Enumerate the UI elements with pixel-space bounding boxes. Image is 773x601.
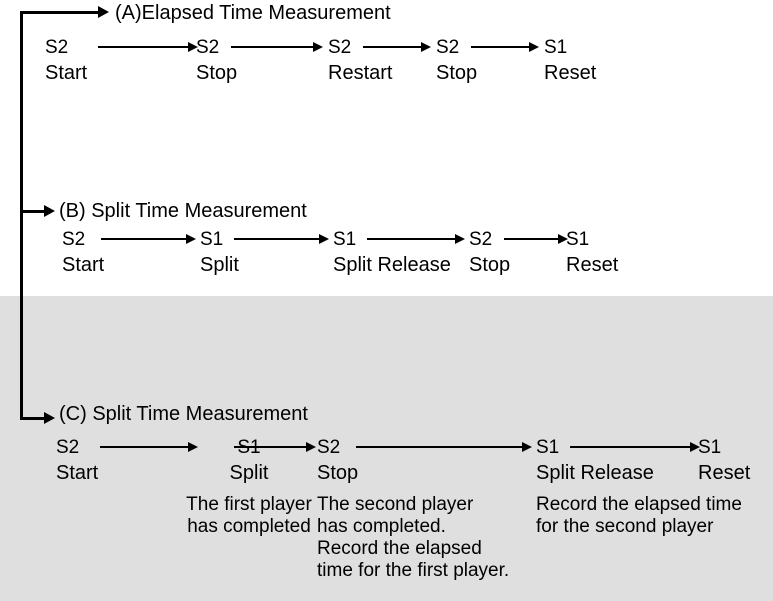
node-b-1: S2 Start xyxy=(62,230,104,277)
section-title-a: (A)Elapsed Time Measurement xyxy=(115,2,391,24)
connector-b-4 xyxy=(504,238,558,240)
node-b-5: S1 Reset xyxy=(566,230,618,277)
node-c-3: S2 Stop The second player has completed.… xyxy=(317,438,509,582)
connector-b-3 xyxy=(367,238,455,240)
node-c-3-label: Stop xyxy=(317,462,359,484)
connector-a-2 xyxy=(231,46,313,48)
node-c-4-note: Record the elapsed time for the second p… xyxy=(536,493,742,537)
node-c-1-state: S2 xyxy=(56,437,80,458)
node-c-2-label: Split xyxy=(229,462,269,484)
connector-a-4-arrow-icon xyxy=(529,42,539,52)
branch-arrow-b-icon xyxy=(44,205,55,217)
node-c-1-label: Start xyxy=(56,462,99,484)
node-c-1: S2 Start xyxy=(56,438,98,485)
node-b-2: S1 Split xyxy=(200,230,239,277)
node-a-1-state: S2 xyxy=(45,37,69,58)
connector-a-3 xyxy=(363,46,421,48)
node-c-3-state: S2 xyxy=(317,437,341,458)
node-b-4: S2 Stop xyxy=(469,230,510,277)
node-a-2-label: Stop xyxy=(196,62,238,84)
connector-c-3 xyxy=(356,446,522,448)
section-title-c: (C) Split Time Measurement xyxy=(59,403,308,425)
connector-b-2-arrow-icon xyxy=(319,234,329,244)
connector-c-1-arrow-icon xyxy=(188,442,198,452)
node-b-5-state: S1 xyxy=(566,229,590,250)
connector-a-2-arrow-icon xyxy=(313,42,323,52)
node-c-5-label: Reset xyxy=(698,462,751,484)
node-a-3-label: Restart xyxy=(328,62,393,84)
node-a-3-state: S2 xyxy=(328,37,352,58)
root-trunk-line xyxy=(20,11,23,420)
node-a-2: S2 Stop xyxy=(196,38,237,85)
node-b-4-label: Stop xyxy=(469,254,511,276)
branch-stub-b xyxy=(21,210,47,213)
connector-c-2-arrow-icon xyxy=(306,442,316,452)
connector-c-4 xyxy=(570,446,690,448)
connector-b-1-arrow-icon xyxy=(186,234,196,244)
node-a-4-state: S2 xyxy=(436,37,460,58)
node-c-4: S1 Split Release Record the elapsed time… xyxy=(536,438,742,538)
connector-b-1 xyxy=(101,238,186,240)
branch-arrow-a-icon xyxy=(98,6,109,18)
node-a-2-state: S2 xyxy=(196,37,220,58)
branch-stub-c xyxy=(21,417,47,420)
node-b-4-state: S2 xyxy=(469,229,493,250)
shaded-band xyxy=(0,296,773,601)
node-a-1-label: Start xyxy=(45,62,88,84)
node-a-3: S2 Restart xyxy=(328,38,392,85)
node-b-1-state: S2 xyxy=(62,229,86,250)
node-b-2-state: S1 xyxy=(200,229,224,250)
node-a-4-label: Stop xyxy=(436,62,478,84)
node-a-1: S2 Start xyxy=(45,38,87,85)
connector-b-3-arrow-icon xyxy=(455,234,465,244)
node-b-3-label: Split Release xyxy=(333,254,451,276)
connector-a-1-arrow-icon xyxy=(188,42,198,52)
node-c-5-state: S1 xyxy=(698,437,722,458)
connector-c-4-arrow-icon xyxy=(690,442,700,452)
node-a-5: S1 Reset xyxy=(544,38,596,85)
node-b-2-label: Split xyxy=(200,254,239,276)
node-a-5-label: Reset xyxy=(544,62,597,84)
node-b-1-label: Start xyxy=(62,254,105,276)
connector-a-1 xyxy=(98,46,188,48)
connector-c-3-arrow-icon xyxy=(522,442,532,452)
node-b-5-label: Reset xyxy=(566,254,619,276)
branch-arrow-c-icon xyxy=(44,412,55,424)
node-c-2-note: The first player has completed xyxy=(186,493,312,537)
connector-c-1 xyxy=(100,446,188,448)
branch-stub-a xyxy=(21,11,101,14)
connector-b-2 xyxy=(234,238,319,240)
node-c-2: S1 Split The first player has completed xyxy=(186,438,312,538)
connector-c-2 xyxy=(234,446,306,448)
node-b-3: S1 Split Release xyxy=(333,230,451,277)
node-c-3-note: The second player has completed. Record … xyxy=(317,493,510,582)
node-c-4-state: S1 xyxy=(536,437,560,458)
node-a-5-state: S1 xyxy=(544,37,568,58)
connector-a-3-arrow-icon xyxy=(421,42,431,52)
node-c-4-label: Split Release xyxy=(536,462,654,484)
node-a-4: S2 Stop xyxy=(436,38,477,85)
node-b-3-state: S1 xyxy=(333,229,357,250)
section-title-b: (B) Split Time Measurement xyxy=(59,200,307,222)
connector-a-4 xyxy=(471,46,529,48)
node-c-5: S1 Reset xyxy=(698,438,750,485)
connector-b-4-arrow-icon xyxy=(558,234,568,244)
